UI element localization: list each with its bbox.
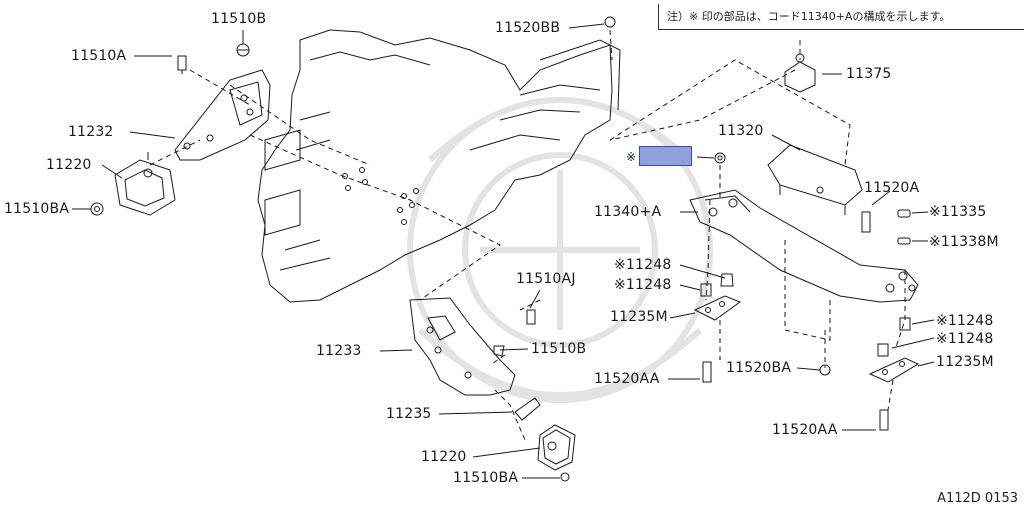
insulator-11220-left [114, 152, 176, 216]
mounting-parts-right [604, 16, 920, 431]
label-11248-b[interactable]: ※11248 [614, 277, 672, 293]
label-11340A[interactable]: 11340+A [594, 204, 662, 220]
engine-outline [257, 29, 621, 303]
label-11220-left[interactable]: 11220 [46, 157, 92, 173]
label-11520BB[interactable]: 11520BB [495, 20, 561, 36]
label-11520A[interactable]: 11520A [864, 180, 920, 196]
label-11248-c[interactable]: ※11248 [936, 313, 994, 329]
label-11235M-left[interactable]: 11235M [610, 309, 668, 325]
crossmember-11340A [689, 189, 919, 303]
highlight-marker[interactable] [639, 146, 692, 166]
label-11233[interactable]: 11233 [316, 343, 362, 359]
label-11520AA-left[interactable]: 11520AA [594, 371, 660, 387]
bracket-11233 [409, 297, 516, 396]
label-11510A[interactable]: 11510A [71, 48, 127, 64]
insulator-11220-bottom [514, 397, 576, 471]
parts-note: 注）※ 印の部品は、コード11340+Aの構成を示します。 [658, 4, 1024, 30]
label-11235[interactable]: 11235 [386, 406, 432, 422]
leader-lines [72, 23, 935, 479]
label-11520BA[interactable]: 11520BA [726, 360, 792, 376]
dashed-guides [149, 29, 906, 441]
label-11510BA-bottom[interactable]: 11510BA [453, 470, 519, 486]
watermark-emblem [407, 97, 713, 403]
label-11335[interactable]: ※11335 [929, 204, 987, 220]
label-11320[interactable]: 11320 [718, 123, 764, 139]
diagram-code: A112D 0153 [937, 491, 1018, 506]
label-11510AJ[interactable]: 11510AJ [516, 271, 576, 287]
label-11232[interactable]: 11232 [68, 124, 114, 140]
label-mark-highlight: ※ [626, 150, 637, 164]
label-11510B-top[interactable]: 11510B [211, 11, 267, 27]
bracket-11320 [767, 144, 863, 215]
label-11520AA-right[interactable]: 11520AA [772, 422, 838, 438]
label-11510B-mid[interactable]: 11510B [531, 341, 587, 357]
label-11375[interactable]: 11375 [846, 66, 892, 82]
engine-bracket-11232 [174, 69, 271, 161]
label-11338M[interactable]: ※11338M [929, 234, 999, 250]
fasteners-center [493, 309, 570, 482]
label-11235M-right[interactable]: 11235M [936, 354, 994, 370]
fasteners-left [90, 43, 250, 216]
label-11220-bottom[interactable]: 11220 [421, 449, 467, 465]
label-11510BA-left[interactable]: 11510BA [4, 201, 70, 217]
label-11248-a[interactable]: ※11248 [614, 257, 672, 273]
label-11248-d[interactable]: ※11248 [936, 331, 994, 347]
